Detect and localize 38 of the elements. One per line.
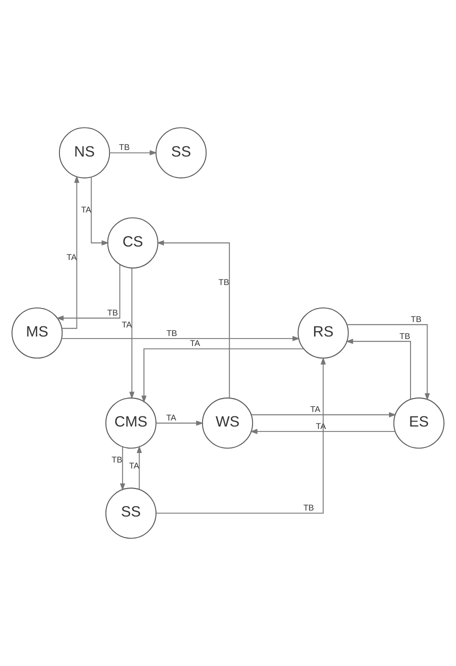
arrow	[346, 324, 430, 401]
arrow	[62, 175, 80, 329]
arrow	[250, 412, 396, 418]
arrow	[156, 357, 326, 514]
edge-label: TB	[400, 330, 410, 341]
node-circle: SS	[156, 127, 207, 178]
edge-label: TB	[410, 314, 422, 324]
arrow	[136, 446, 142, 490]
edge-label: TB	[112, 454, 122, 465]
edge-label: TA	[310, 404, 320, 414]
edge-label: TA	[190, 338, 200, 348]
node-circle: WS	[202, 398, 254, 449]
arrow	[346, 338, 411, 400]
edge-label: TA	[129, 460, 140, 470]
node-circle: NS	[58, 127, 110, 178]
edge-label: TB	[166, 328, 178, 338]
arrow	[90, 176, 110, 246]
arrow	[109, 150, 158, 156]
arrow	[120, 446, 126, 491]
arrow	[250, 428, 396, 434]
edge-label: TB	[218, 276, 230, 287]
arrow	[156, 240, 230, 399]
arrow	[141, 348, 304, 404]
edge-label: TB	[118, 142, 130, 152]
node-circle: CMS	[105, 398, 156, 449]
arrow	[61, 336, 300, 342]
node-circle: ES	[393, 398, 444, 449]
node-circle: SS	[105, 488, 156, 539]
edge-label: TA	[166, 412, 176, 422]
edge-label: TB	[107, 308, 118, 318]
edge-label: TA	[66, 252, 77, 262]
arrow	[156, 420, 204, 426]
node-circle: CS	[107, 217, 158, 268]
arrow	[129, 268, 134, 400]
edge-label: TB	[303, 502, 314, 513]
arrow	[56, 264, 120, 321]
node-circle: RS	[298, 307, 349, 359]
edge-label: TA	[81, 204, 92, 215]
